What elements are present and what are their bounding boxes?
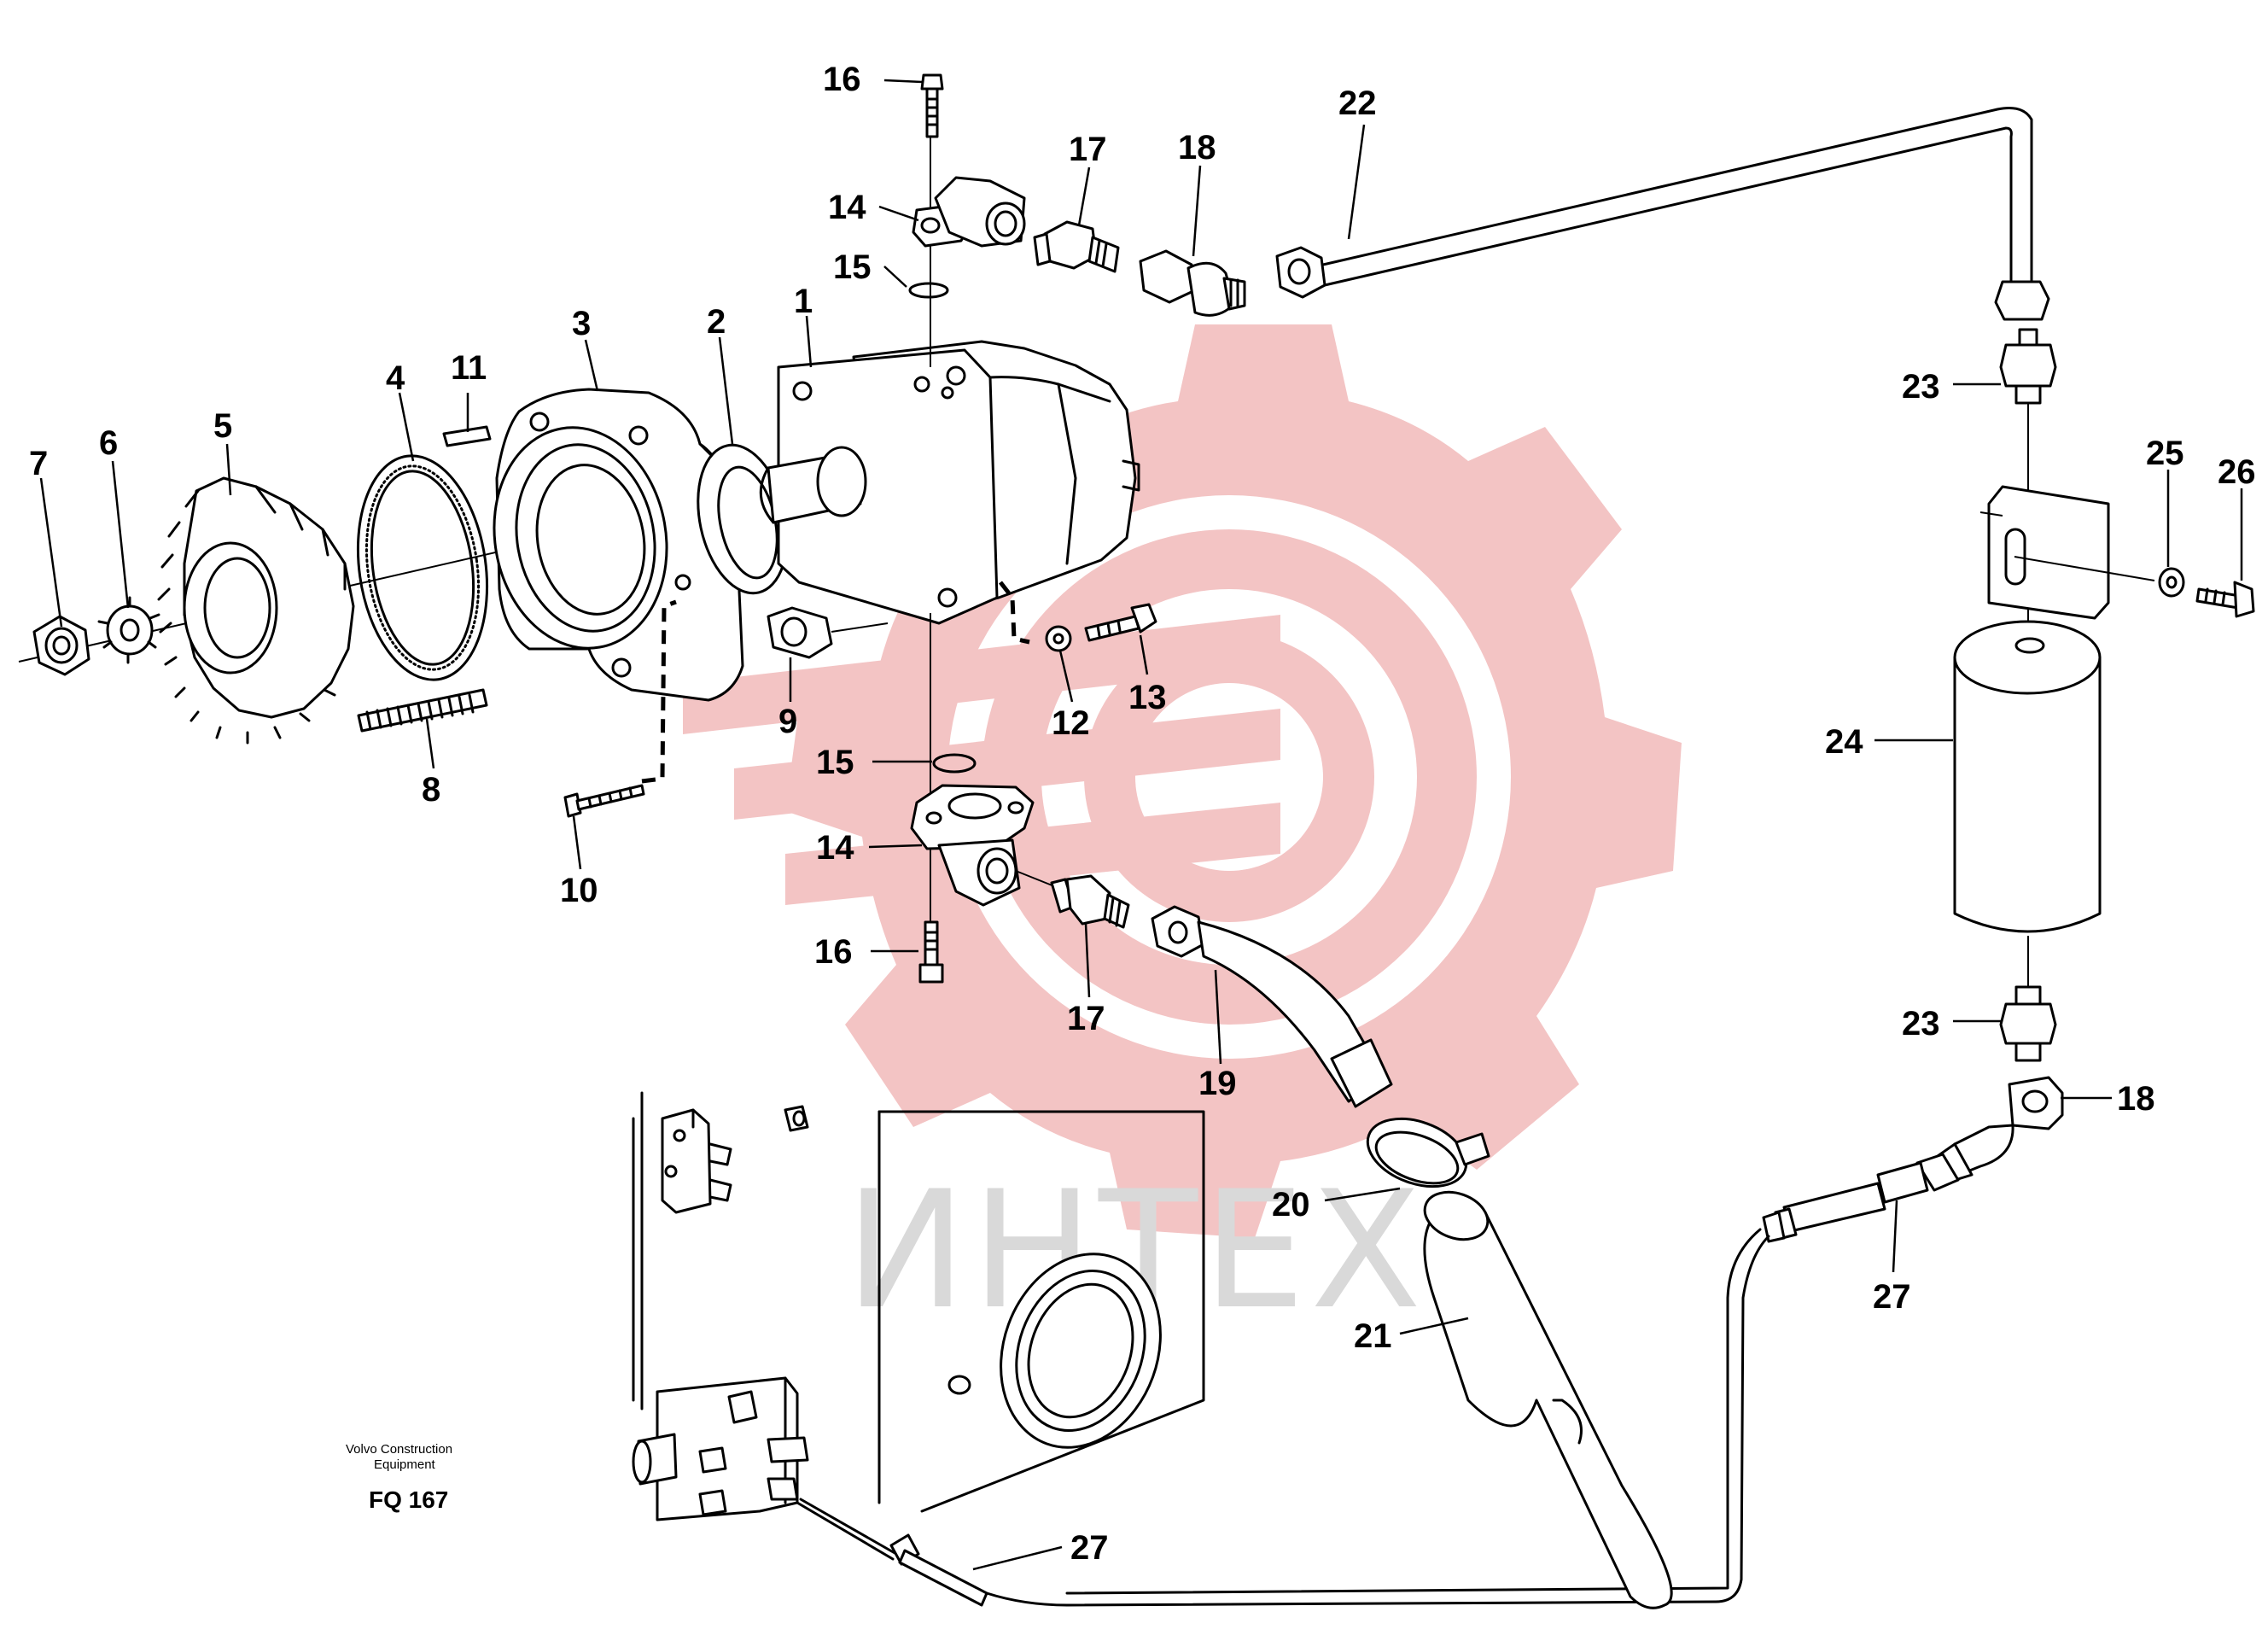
part-23-adaptor-upper [1999, 328, 2057, 405]
part-4-gasket [356, 454, 489, 681]
filter-bracket [1979, 485, 2155, 620]
part-15-o-ring-upper [908, 282, 949, 299]
callout-numbers: 1 2 3 4 5 6 7 8 9 10 11 12 13 14 14 15 1… [29, 61, 2256, 1567]
callout-14-upper: 14 [828, 189, 866, 226]
callout-5: 5 [213, 407, 232, 445]
part-22-pipe [1275, 107, 2050, 321]
part-13-screw [1084, 603, 1157, 642]
part-5-gear [157, 476, 355, 745]
callout-19: 19 [1198, 1065, 1237, 1102]
part-6-lock-washer [97, 596, 160, 664]
part-19-hose [1151, 905, 1393, 1108]
callout-11: 11 [451, 349, 487, 387]
part-17-nipple-lower [1015, 870, 1130, 929]
engine-housing [632, 1091, 1205, 1561]
callout-3: 3 [572, 305, 591, 342]
callout-17-lower: 17 [1067, 1000, 1105, 1037]
part-16-bolt-lower [918, 920, 944, 984]
part-14-elbow-lower [910, 784, 1035, 907]
callout-17-upper: 17 [1069, 131, 1107, 168]
callout-2: 2 [707, 303, 726, 341]
part-17-nipple-upper [1033, 220, 1120, 273]
part-1-hydraulic-pump [759, 340, 1140, 625]
callout-24: 24 [1825, 723, 1863, 761]
caption-line-1: Volvo Construction [346, 1442, 452, 1457]
callout-13: 13 [1128, 679, 1167, 716]
part-23-adaptor-lower [1999, 985, 2057, 1062]
part-14-elbow-upper [912, 176, 1026, 248]
callout-23-lower: 23 [1902, 1005, 1940, 1042]
callout-25: 25 [2146, 435, 2184, 472]
part-3-flange-housing [493, 388, 744, 702]
callout-12: 12 [1052, 704, 1090, 742]
part-27-hose-right [1065, 1153, 1960, 1607]
callout-16-upper: 16 [823, 61, 861, 98]
callout-27-lower: 27 [1070, 1529, 1109, 1567]
callout-7: 7 [29, 445, 48, 482]
callout-22: 22 [1338, 85, 1377, 122]
part-25-washer [2158, 567, 2185, 598]
part-16-bolt-upper [920, 73, 944, 138]
part-12-washer [999, 581, 1072, 652]
callout-15-upper: 15 [833, 248, 872, 286]
part-15-o-ring-lower [932, 753, 977, 774]
figure-code: FQ 167 [369, 1486, 448, 1513]
caption-line-2: Equipment [374, 1457, 436, 1472]
part-20-hose-clamp [1366, 1117, 1490, 1188]
part-7-lock-nut [32, 615, 90, 676]
part-18-elbow-lower [1936, 1076, 2064, 1183]
callout-1: 1 [794, 283, 813, 320]
callout-21: 21 [1354, 1317, 1392, 1355]
part-9-nut [767, 606, 889, 659]
callout-27-right: 27 [1873, 1278, 1911, 1316]
callout-16-lower: 16 [814, 933, 853, 971]
part-18-elbow-upper [1139, 249, 1246, 317]
callout-26: 26 [2218, 453, 2256, 491]
callout-18-upper: 18 [1178, 129, 1216, 166]
callout-9: 9 [778, 703, 797, 740]
part-24-filter [1953, 620, 2102, 933]
part-26-screw [2195, 581, 2255, 618]
callout-6: 6 [99, 424, 118, 462]
callout-leaders [39, 79, 2243, 1571]
part-21-tube [1423, 1190, 1673, 1609]
callout-18-lower: 18 [2117, 1080, 2155, 1118]
part-8-stud [357, 688, 488, 733]
part-10-screw [563, 599, 677, 818]
callout-15-lower: 15 [816, 744, 854, 781]
figure-caption: Volvo Construction Equipment FQ 167 [346, 1442, 452, 1513]
callout-20: 20 [1272, 1186, 1310, 1223]
callout-4: 4 [386, 359, 405, 397]
part-27-hose-lower [889, 1533, 1069, 1607]
callout-14-lower: 14 [816, 829, 854, 867]
part-11-pin [442, 425, 492, 447]
callout-10: 10 [560, 872, 598, 909]
callout-23-upper: 23 [1902, 368, 1940, 406]
callout-8: 8 [422, 771, 440, 809]
